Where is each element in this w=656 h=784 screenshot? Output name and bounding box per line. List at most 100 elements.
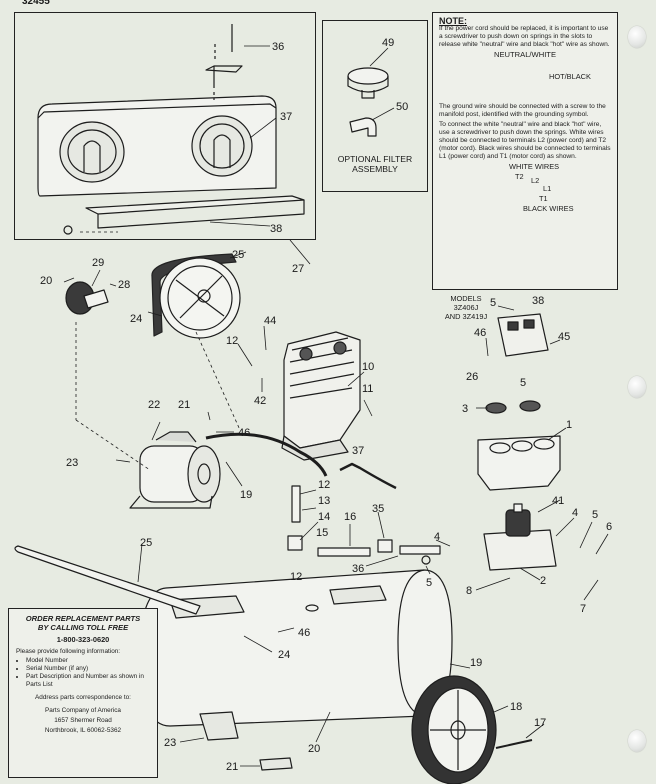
part-label: 38: [270, 223, 282, 235]
part-label: 16: [344, 511, 356, 523]
part-label: 5: [520, 377, 526, 389]
black-wires-label: BLACK WIRES: [523, 204, 574, 213]
page-code: 32455: [22, 0, 50, 7]
order-title-line2: BY CALLING TOLL FREE: [37, 623, 129, 632]
part-label: 14: [318, 511, 330, 523]
list-item: Part Description and Number as shown in …: [26, 673, 150, 689]
part-label: 25: [140, 537, 152, 549]
filter-part-49: [347, 67, 389, 99]
belt-part-30: [151, 253, 237, 337]
models-line2: 3Z406J: [453, 303, 479, 312]
part-label: 11: [362, 383, 373, 395]
list-item: Serial Number (if any): [26, 665, 150, 673]
part-label: 17: [534, 717, 546, 729]
part-label: 37: [352, 445, 364, 457]
pressure-switch-part-41: [483, 503, 557, 571]
part-label: 4: [434, 531, 440, 543]
cord-part-26: [205, 432, 328, 477]
part-label: 5: [426, 577, 432, 589]
part-label: 10: [362, 361, 374, 373]
part-label: 23: [164, 737, 176, 749]
hot-label: HOT/BLACK: [549, 72, 591, 81]
switch-cover-part-1: [477, 435, 561, 491]
part-label: 36: [352, 563, 364, 575]
part-label: 15: [316, 527, 328, 539]
part-label: 46: [474, 327, 486, 339]
belt-guard-group-box: [14, 12, 316, 240]
part-label: 29: [92, 257, 104, 269]
part-label: 49: [382, 37, 394, 49]
t1-label: T1: [539, 194, 548, 203]
part-label: 44: [264, 315, 276, 327]
note-paragraph: To connect the white "neutral" wire and …: [439, 121, 611, 160]
models-line1: MODELS: [450, 294, 482, 303]
filter-title-line2: ASSEMBLY: [352, 164, 398, 174]
part-label: 25: [232, 249, 244, 261]
fittings-group: [287, 485, 441, 565]
filter-title-line1: OPTIONAL FILTER: [337, 154, 413, 164]
order-parts-box: ORDER REPLACEMENT PARTS BY CALLING TOLL …: [8, 608, 158, 778]
note-paragraph: The ground wire should be connected with…: [439, 103, 606, 118]
part-label: 18: [510, 701, 522, 713]
part-label: 19: [240, 489, 252, 501]
rail-part-44: [63, 195, 305, 235]
belt-guard-part-43: [37, 95, 277, 197]
part-label: 37: [280, 111, 292, 123]
part-label: 7: [580, 603, 586, 615]
handle-part-24: [14, 545, 201, 615]
part-label: 2: [540, 575, 546, 587]
part-label: 36: [272, 41, 284, 53]
part-label: 6: [606, 521, 612, 533]
part-label: 5: [592, 509, 598, 521]
note-paragraph: If the power cord should be replaced, it…: [439, 25, 610, 48]
part-label: 42: [254, 395, 266, 407]
part-label: 26: [466, 371, 478, 383]
binder-hole: [628, 26, 646, 48]
flywheel-part-31: [159, 257, 241, 339]
order-info-list: Model Number Serial Number (if any) Part…: [26, 657, 150, 689]
part-label: 21: [226, 761, 238, 773]
binder-hole: [628, 376, 646, 398]
part-label: 21: [178, 399, 190, 411]
part-label: 8: [466, 585, 472, 597]
motor-part-28: [129, 431, 221, 509]
switch-part-38: [497, 313, 549, 357]
models-label: MODELS 3Z406J AND 3Z419J: [438, 294, 494, 321]
foot-part-21: [259, 757, 293, 771]
motor-pulley-part-32: [65, 281, 109, 315]
pump-part-10: [281, 331, 361, 461]
part-label: 12: [226, 335, 238, 347]
note-heading: NOTE:: [439, 16, 467, 26]
part-label: 4: [572, 507, 578, 519]
part-label: 12: [290, 571, 302, 583]
address-intro: Address parts correspondence to:: [35, 694, 131, 701]
filter-assembly-title: OPTIONAL FILTER ASSEMBLY: [326, 154, 424, 174]
neutral-label: NEUTRAL/WHITE: [493, 50, 557, 59]
order-phone: 1-800-323-0620: [56, 635, 110, 644]
diagram-space: WHITE WIRES T2 L2 L1 T1 BLACK WIRES: [439, 163, 611, 219]
street-address: 1657 Shermer Road: [54, 717, 112, 724]
foot-part-22: [199, 711, 239, 741]
part-label: 1: [566, 419, 572, 431]
part-label: 19: [470, 657, 482, 669]
part-labels: 36 37 38 27 49 50 20 29 28 24 25 44 12 4…: [40, 37, 612, 773]
part-label: 22: [148, 399, 160, 411]
cord-part-37: [339, 462, 397, 490]
models-line3: AND 3Z419J: [444, 312, 488, 321]
part-label: 20: [308, 743, 320, 755]
diagram-space: HOT/BLACK: [439, 59, 611, 103]
order-intro: Please provide following information:: [16, 648, 121, 655]
part-label: 5: [490, 297, 496, 309]
t2-label: T2: [515, 172, 524, 181]
wiring-note: NOTE: If the power cord should be replac…: [432, 12, 618, 290]
part-label: 3: [462, 403, 468, 415]
l1-label: L1: [543, 184, 552, 193]
order-title-line1: ORDER REPLACEMENT PARTS: [25, 614, 141, 623]
part-label: 45: [558, 331, 570, 343]
bolt-part-17: [495, 739, 533, 749]
part-label: 50: [396, 101, 408, 113]
elbow-part-50: [349, 117, 377, 137]
binder-hole: [628, 730, 646, 752]
